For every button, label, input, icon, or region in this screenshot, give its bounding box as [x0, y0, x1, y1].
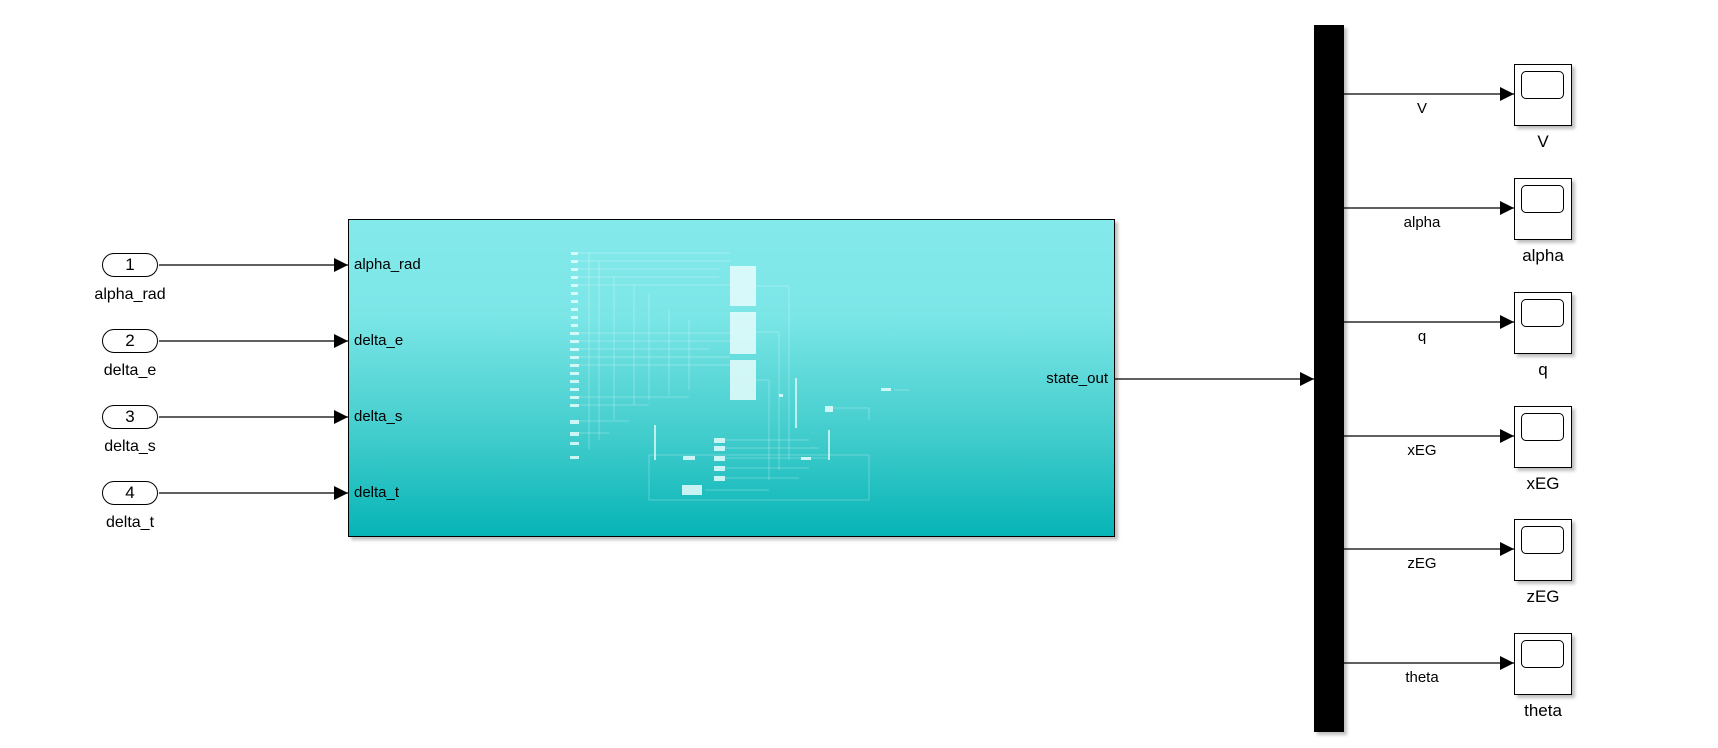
inport-number: 1 [125, 255, 135, 274]
signal-label-zeg: zEG [1407, 555, 1437, 572]
signal-label-alpha: alpha [1403, 214, 1441, 231]
scope-block-v[interactable] [1514, 64, 1572, 126]
subsystem-block[interactable]: alpha_rad delta_e delta_s delta_t state_… [348, 219, 1115, 537]
inport-name-label: delta_e [103, 362, 157, 379]
subsystem-input-port-label: delta_e [354, 332, 404, 349]
scope-block-theta[interactable] [1514, 633, 1572, 695]
inport-number: 3 [125, 407, 135, 426]
scope-name-label: alpha [1522, 246, 1564, 265]
scope-screen-icon [1521, 185, 1564, 213]
scope-name-label: xEG [1526, 474, 1560, 493]
signal-label-q: q [1417, 328, 1427, 345]
subsystem-input-port-label: delta_t [354, 484, 400, 501]
scope-screen-icon [1521, 71, 1564, 99]
subsystem-input-port-label: alpha_rad [354, 256, 421, 273]
bus-selector-block[interactable] [1314, 25, 1344, 732]
inport-number: 4 [125, 483, 135, 502]
inport-block-4[interactable]: 4 [102, 481, 158, 505]
subsystem-thumbnail [570, 252, 909, 501]
signal-label-theta: theta [1405, 669, 1439, 686]
scope-name-label: zEG [1526, 587, 1560, 606]
subsystem-input-port-label: delta_s [354, 408, 403, 425]
inport-block-1[interactable]: 1 [102, 253, 158, 277]
inport-name-label: delta_t [105, 514, 155, 531]
inport-name-label: alpha_rad [94, 286, 166, 303]
scope-screen-icon [1521, 526, 1564, 554]
scope-name-label: q [1538, 360, 1548, 379]
signal-label-xeg: xEG [1407, 442, 1437, 459]
inport-block-3[interactable]: 3 [102, 405, 158, 429]
scope-block-q[interactable] [1514, 292, 1572, 354]
signal-label-v: V [1416, 100, 1428, 117]
scope-block-xeg[interactable] [1514, 406, 1572, 468]
scope-screen-icon [1521, 299, 1564, 327]
scope-name-label: V [1537, 132, 1549, 151]
scope-block-zeg[interactable] [1514, 519, 1572, 581]
inport-number: 2 [125, 331, 135, 350]
inport-block-2[interactable]: 2 [102, 329, 158, 353]
subsystem-output-port-label: state_out [1046, 370, 1108, 387]
scope-screen-icon [1521, 413, 1564, 441]
scope-block-alpha[interactable] [1514, 178, 1572, 240]
inport-name-label: delta_s [104, 438, 156, 455]
scope-screen-icon [1521, 640, 1564, 668]
scope-name-label: theta [1524, 701, 1562, 720]
